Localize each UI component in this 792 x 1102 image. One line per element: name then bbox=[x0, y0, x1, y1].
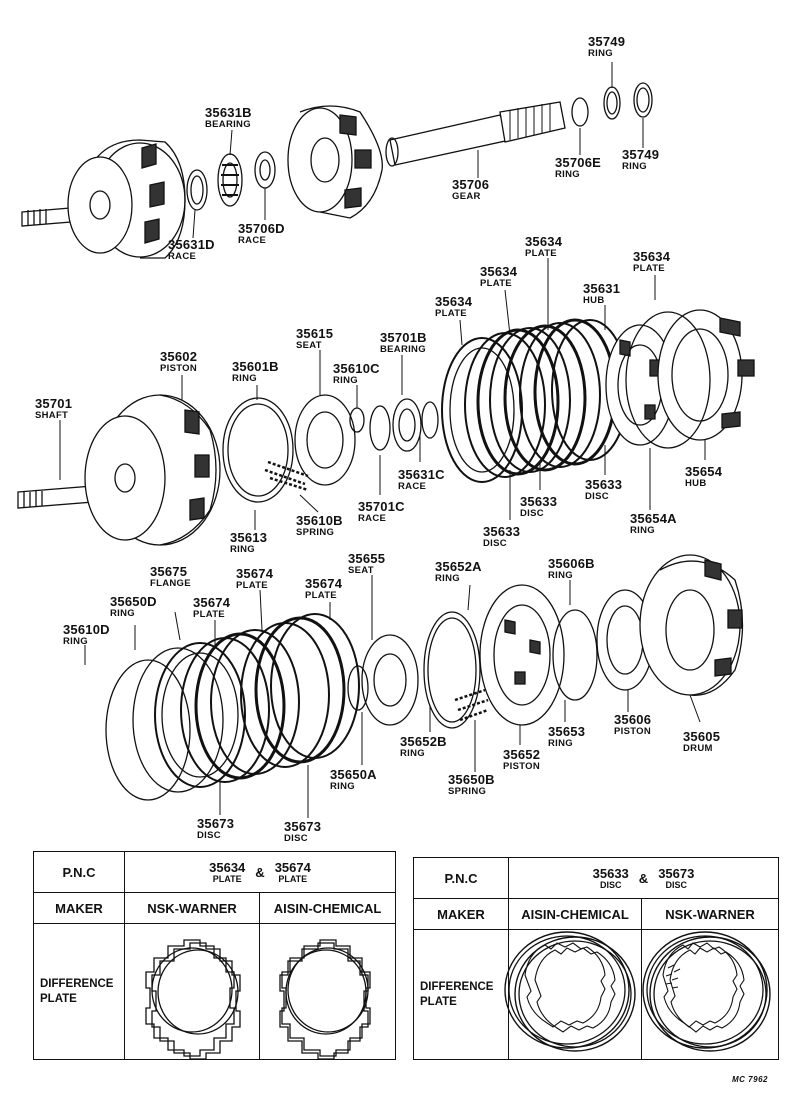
rings-top-right bbox=[571, 82, 653, 127]
piston-ring-35601b bbox=[222, 397, 294, 503]
clutch-pack-bottom-b bbox=[240, 613, 360, 768]
table-right-maker-2: NSK-WARNER bbox=[641, 898, 779, 930]
table-right-maker-1: AISIN-CHEMICAL bbox=[508, 898, 642, 930]
hub-35654 bbox=[657, 309, 755, 441]
footer-code: MC 7962 bbox=[732, 1075, 768, 1084]
table-left-maker-2: AISIN-CHEMICAL bbox=[259, 892, 396, 924]
table-left-maker-1: NSK-WARNER bbox=[124, 892, 260, 924]
planetary-gear-carrier bbox=[287, 105, 383, 219]
springs-35650b bbox=[454, 688, 489, 722]
table-right-diff-cell-1 bbox=[508, 929, 642, 1060]
springs-35610b bbox=[264, 460, 309, 492]
race-bearing-35701 bbox=[369, 398, 439, 452]
flange-35675 bbox=[154, 642, 246, 788]
table-left-pnc-header: P.N.C bbox=[33, 851, 125, 893]
race-35706d bbox=[254, 151, 276, 189]
table-left-diff-cell-1 bbox=[124, 923, 260, 1060]
clutch-pack-middle bbox=[441, 318, 629, 483]
middle-drum-assembly bbox=[17, 394, 221, 546]
leader-lines bbox=[59, 62, 706, 818]
gear-35706 bbox=[385, 101, 566, 167]
top-drum-assembly bbox=[21, 139, 186, 259]
table-right-maker-header: MAKER bbox=[413, 898, 509, 930]
snap-ring-35610d bbox=[105, 659, 191, 801]
table-right-pnc-header: P.N.C bbox=[413, 857, 509, 899]
table-left-diff-cell-2 bbox=[259, 923, 396, 1060]
drum-35605 bbox=[639, 554, 744, 696]
table-left-maker-header: MAKER bbox=[33, 892, 125, 924]
ring-35654a bbox=[625, 311, 711, 449]
race-35631d bbox=[186, 169, 208, 211]
clutch-pack-bottom-a bbox=[180, 629, 300, 783]
bearing-35631b bbox=[217, 153, 243, 207]
ring-35650a bbox=[347, 665, 369, 711]
snap-ring-35650d bbox=[132, 647, 224, 793]
ring-35653 bbox=[552, 609, 598, 701]
table-right-diff-cell-2 bbox=[641, 929, 779, 1060]
ring-35652b bbox=[423, 611, 481, 729]
seat-35615 bbox=[294, 394, 356, 486]
seat-35655 bbox=[361, 634, 419, 726]
piston-35652 bbox=[479, 584, 565, 726]
